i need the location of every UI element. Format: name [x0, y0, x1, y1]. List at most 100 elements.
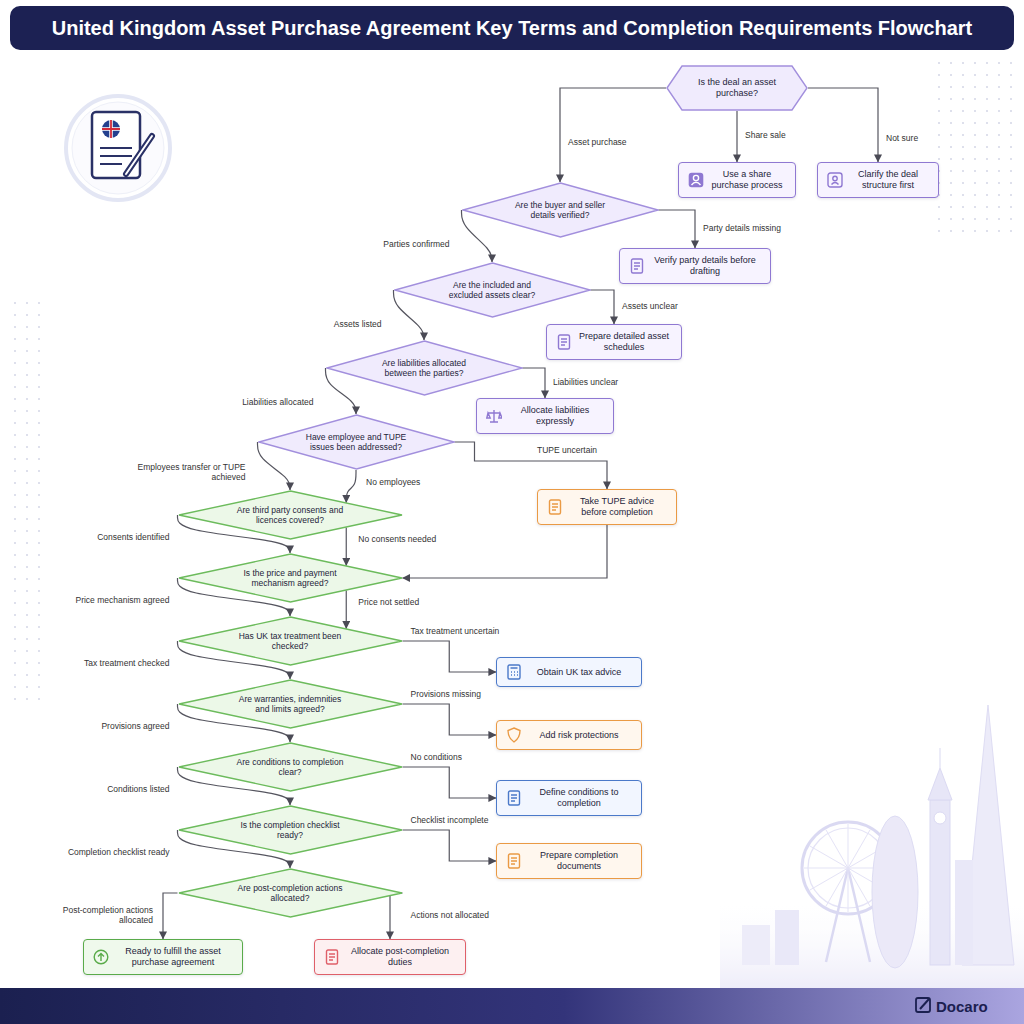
action-box: Add risk protections: [496, 720, 642, 750]
node-text-group: Prepare completion documents: [527, 850, 631, 872]
box-icon-part: [833, 176, 837, 180]
title: United Kingdom Asset Purchase Agreement …: [10, 6, 1014, 50]
outcome-box: Allocate post-completion duties: [314, 939, 466, 975]
box-icon: [508, 665, 520, 679]
icon: [688, 172, 704, 188]
action-box: Allocate liabilities expressly: [476, 398, 614, 434]
london-eye-part: [810, 846, 848, 868]
edge-label: Provisions agreed: [99, 721, 171, 731]
london-eye-part: [848, 868, 870, 906]
document-icon-part: [102, 120, 120, 138]
action-box: Define conditions to completion: [496, 780, 642, 816]
node-text-group: Use a share purchase process: [709, 169, 785, 191]
box-icon-part: [552, 504, 558, 510]
london-skyline-part: [775, 910, 799, 965]
box-icon: [559, 335, 570, 349]
node-text: Are liabilities allocated between the pa…: [368, 358, 480, 379]
london-eye-part: [826, 868, 870, 962]
node-text: Are third party consents and licences co…: [231, 505, 349, 526]
watermark: Docaro: [936, 998, 988, 1015]
node-text: Are post-completion actions allocated?: [231, 883, 349, 904]
icon: [506, 853, 522, 869]
box-icon-part: [634, 263, 640, 269]
london-skyline-part: [872, 816, 918, 968]
flow-connector: [403, 704, 497, 735]
decision-diamond: Are post-completion actions allocated?: [178, 868, 403, 918]
node-text-group: Define conditions to completion: [527, 787, 631, 809]
node-text-group: Obtain UK tax advice: [537, 667, 622, 678]
node-text-group: Have employee and TUPE issues been addre…: [300, 432, 412, 453]
decision-diamond: Is the price and payment mechanism agree…: [178, 553, 403, 603]
edge-label: Tax treatment checked: [82, 658, 172, 668]
node-text: Add risk protections: [539, 730, 618, 741]
icon: [93, 949, 109, 965]
decision-diamond: Are third party consents and licences co…: [178, 490, 403, 540]
box-icon-part: [559, 335, 570, 349]
box-icon-part: [98, 953, 104, 961]
flow-connector: [403, 641, 497, 672]
node-text-group: Are conditions to completion clear?: [231, 757, 349, 778]
node-text: Obtain UK tax advice: [537, 667, 622, 678]
edge-label: Liabilities allocated: [240, 397, 315, 407]
london-skyline-part: [955, 860, 973, 965]
shape-outline: [327, 341, 522, 395]
node-text: Are warranties, indemnities and limits a…: [231, 694, 349, 715]
node-text: Prepare detailed asset schedules: [577, 331, 671, 353]
node-text: Have employee and TUPE issues been addre…: [300, 432, 412, 453]
london-skyline-part: [928, 748, 952, 800]
node-text: Are conditions to completion clear?: [231, 757, 349, 778]
flow-connector: [591, 290, 615, 324]
node-text: Allocate post-completion duties: [345, 946, 455, 968]
london-skyline: [720, 705, 1024, 988]
edge-label: Asset purchase: [566, 137, 629, 147]
node-text-group: Is the deal an asset purchase?: [689, 77, 785, 99]
box-icon: [509, 854, 520, 868]
box-icon-part: [487, 410, 502, 422]
node-text-group: Are liabilities allocated between the pa…: [368, 358, 480, 379]
shape-outline: [179, 806, 402, 854]
node-text: Ready to fulfill the asset purchase agre…: [114, 946, 232, 968]
edge-label: Provisions missing: [409, 689, 483, 699]
node-text-group: Ready to fulfill the asset purchase agre…: [114, 946, 232, 968]
document-icon-part: [126, 136, 152, 174]
dot-texture: [930, 62, 1014, 242]
edge-label: Price not settled: [356, 597, 421, 607]
decision-diamond: Have employee and TUPE issues been addre…: [258, 414, 455, 470]
shape-outline: [395, 263, 590, 317]
flow-connector: [462, 210, 493, 262]
box-icon-part: [511, 795, 517, 801]
footer-band: [0, 988, 1024, 1024]
decision-diamond: Are liabilities allocated between the pa…: [326, 340, 523, 396]
edge-label: Liabilities unclear: [551, 377, 620, 387]
flow-connector: [346, 591, 347, 629]
london-eye-part: [848, 868, 849, 912]
london-skyline-part: [930, 800, 950, 965]
icon: [629, 258, 645, 274]
edge-label: No conditions: [409, 752, 465, 762]
node-text: Allocate liabilities expressly: [507, 405, 603, 427]
node-text: Is the deal an asset purchase?: [689, 77, 785, 99]
box-icon-part: [511, 668, 519, 675]
node-text: Is the price and payment mechanism agree…: [231, 568, 349, 589]
box-icon-part: [632, 259, 643, 273]
node-text-group: Has UK tax treatment been checked?: [231, 631, 349, 652]
edge-label: Parties confirmed: [381, 239, 451, 249]
london-eye-part: [826, 830, 848, 868]
node-text: Prepare completion documents: [527, 850, 631, 872]
document-icon-part: [66, 96, 170, 200]
node-text-group: Allocate post-completion duties: [345, 946, 455, 968]
node-text-group: Prepare detailed asset schedules: [577, 331, 671, 353]
edge-label: Conditions listed: [105, 784, 171, 794]
flow-connector: [736, 111, 737, 162]
action-box: Use a share purchase process: [678, 162, 796, 198]
box-icon: [508, 728, 520, 742]
shape-outline: [179, 617, 402, 665]
node-text-group: Add risk protections: [539, 730, 618, 741]
dot-texture: [14, 300, 50, 700]
box-icon-part: [329, 954, 335, 960]
flow-connector: [455, 442, 608, 489]
flow-connector: [163, 893, 178, 939]
